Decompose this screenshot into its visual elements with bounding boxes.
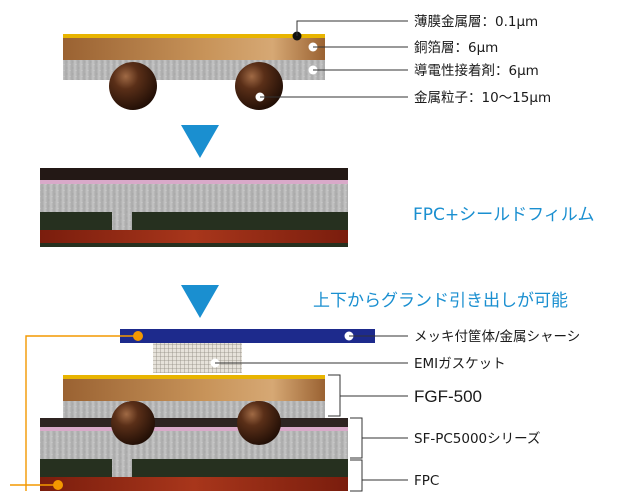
- ground-path-line: [25, 335, 138, 491]
- chassis-label: メッキ付筐体/金属シャーシ: [414, 328, 580, 345]
- assembly-section: [10, 329, 408, 492]
- fpc-shield-section: [40, 168, 348, 247]
- fgf-label: FGF-500: [414, 387, 482, 406]
- copper-foil-layer: [63, 38, 325, 60]
- leader-lines: [255, 20, 408, 102]
- down-arrow-icon: [181, 285, 219, 318]
- down-arrow-icon: [181, 125, 219, 158]
- thin-metal-label: 薄膜金属層：0.1μm: [414, 14, 538, 30]
- thin-metal-layer: [63, 34, 325, 38]
- ground-caption: 上下からグランド引き出しが可能: [313, 291, 568, 311]
- emi-gasket: [153, 343, 242, 373]
- metal-particle: [235, 62, 283, 110]
- adhesive-label: 導電性接着剤：6μm: [414, 62, 539, 79]
- fpc-label: FPC: [414, 473, 439, 489]
- fpc-shield-caption: FPC+シールドフィルム: [413, 205, 594, 225]
- particle-label: 金属粒子：10〜15μm: [414, 90, 551, 106]
- copper-foil-label: 銅箔層：6μm: [414, 40, 498, 56]
- shield-film-section: 薄膜金属層：0.1μm 銅箔層：6μm 導電性接着剤：6μm 金属粒子：10〜1…: [63, 14, 551, 110]
- metal-particle: [109, 62, 157, 110]
- chassis-plate: [120, 329, 375, 343]
- sf-label: SF-PC5000シリーズ: [414, 431, 540, 447]
- gasket-label: EMIガスケット: [414, 356, 506, 372]
- adhesive-layer: [63, 60, 325, 80]
